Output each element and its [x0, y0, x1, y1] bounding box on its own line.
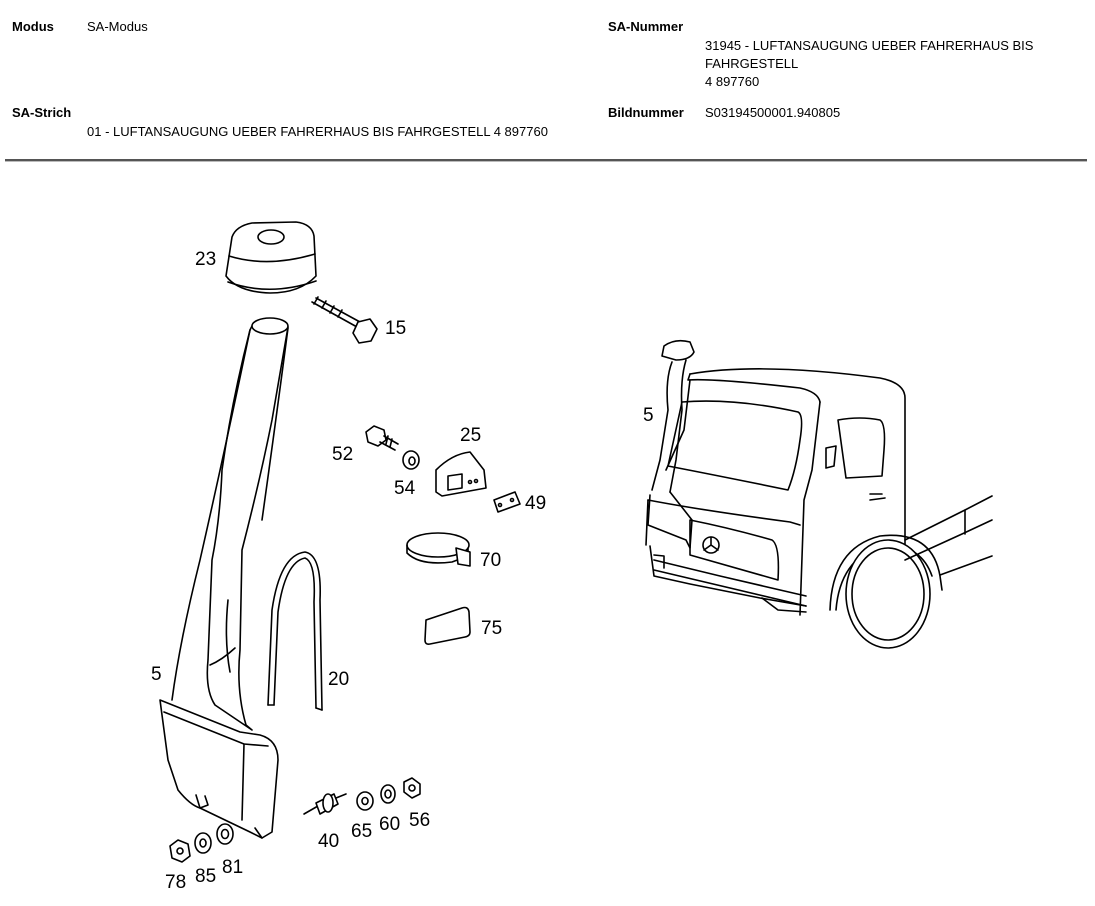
part-52-screw[interactable] [365, 425, 399, 451]
callout-20: 20 [328, 669, 349, 690]
part-25-bracket[interactable] [435, 451, 487, 497]
bildnummer-value: S03194500001.940805 [705, 105, 841, 120]
part-65-washer[interactable] [356, 791, 374, 811]
callout-78: 78 [165, 872, 186, 893]
sa-nummer-label: SA-Nummer [608, 19, 684, 34]
part-85-washer[interactable] [194, 832, 212, 854]
modus-label: Modus [12, 19, 54, 34]
callout-49: 49 [525, 493, 546, 514]
callout-75: 75 [481, 618, 502, 639]
sa-strich-value: 01 - LUFTANSAUGUNG UEBER FAHRERHAUS BIS … [87, 124, 548, 139]
part-70-hose-clamp[interactable] [406, 532, 471, 567]
part-81-washer[interactable] [216, 823, 234, 845]
sa-nummer-line2: FAHRGESTELL [705, 56, 799, 71]
part-75-pad[interactable] [424, 606, 471, 645]
sa-nummer-line1: 31945 - LUFTANSAUGUNG UEBER FAHRERHAUS B… [705, 38, 1034, 53]
callout-23: 23 [195, 249, 216, 270]
part-5-intake-pipe[interactable] [159, 317, 289, 839]
part-60-washer[interactable] [380, 784, 396, 804]
callout-25: 25 [460, 425, 481, 446]
sa-nummer-line3: 4 897760 [705, 74, 760, 89]
callout-70: 70 [480, 550, 501, 571]
sa-strich-label: SA-Strich [12, 105, 72, 120]
truck-overview-illustration [645, 339, 993, 649]
part-56-nut[interactable] [403, 777, 421, 799]
callout-5-truck: 5 [643, 405, 654, 426]
part-78-nut[interactable] [169, 839, 191, 863]
callout-65: 65 [351, 821, 372, 842]
parts-diagram: 23 15 52 25 54 49 70 75 5 20 40 65 60 56… [151, 221, 993, 893]
part-40-mount[interactable] [303, 793, 347, 815]
callout-15: 15 [385, 318, 406, 339]
callout-54: 54 [394, 478, 416, 499]
part-54-washer[interactable] [402, 450, 420, 470]
callout-85: 85 [195, 866, 216, 887]
callout-60: 60 [379, 814, 400, 835]
part-15-bolt[interactable] [311, 296, 378, 344]
part-20-seal[interactable] [267, 551, 323, 711]
part-23-intake-cap[interactable] [225, 221, 317, 294]
callout-81: 81 [222, 857, 243, 878]
modus-value: SA-Modus [87, 19, 148, 34]
header-divider [5, 159, 1087, 161]
callout-40: 40 [318, 831, 339, 852]
bildnummer-label: Bildnummer [608, 105, 684, 120]
callout-52: 52 [332, 444, 353, 465]
callout-56: 56 [409, 810, 430, 831]
part-49-plate[interactable] [493, 491, 521, 513]
callout-5: 5 [151, 664, 162, 685]
